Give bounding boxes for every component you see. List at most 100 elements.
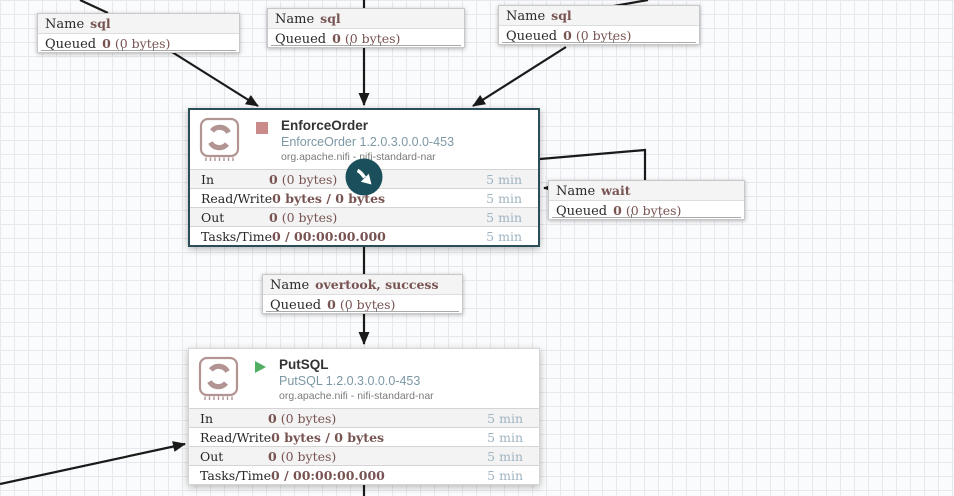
connection-line-into-putsql[interactable] — [0, 441, 186, 486]
connection-queued-row: Queued 0(0 bytes) — [499, 26, 699, 45]
connection-label-wait[interactable]: Name wait Queued 0(0 bytes) — [548, 180, 745, 220]
queued-count: 0 — [613, 203, 622, 218]
stat-window: 5 min — [486, 171, 522, 187]
backpressure-bar — [502, 42, 696, 43]
connection-name-row: Name overtook, success — [263, 275, 462, 295]
queued-count: 0 — [563, 28, 572, 43]
backpressure-tick — [376, 308, 378, 312]
connection-label-overtook-success[interactable]: Name overtook, success Queued 0(0 bytes) — [262, 274, 463, 314]
stat-value: 0(0 bytes) — [269, 171, 338, 187]
stat-window: 5 min — [487, 467, 523, 483]
stat-value: 0 / 00:00:00.000 — [271, 467, 385, 483]
stat-label: Out — [200, 448, 224, 464]
backpressure-bar — [41, 50, 236, 51]
backpressure-tick — [660, 214, 662, 218]
backpressure-tick — [152, 47, 154, 51]
backpressure-tick — [630, 214, 632, 218]
backpressure-bar — [266, 311, 459, 312]
processor-icon — [199, 117, 240, 161]
backpressure-tick — [379, 42, 381, 46]
stat-label: In — [200, 410, 213, 426]
stat-row-tasks-time: Tasks/Time 0 / 00:00:00.000 5 min — [190, 226, 538, 245]
processor-titles: PutSQL PutSQL 1.2.0.3.0.0.0-453 org.apac… — [279, 356, 434, 403]
backpressure-tick — [583, 39, 584, 43]
stat-row-tasks-time: Tasks/Time 0 / 00:00:00.000 5 min — [189, 465, 539, 484]
stat-row-out: Out 0(0 bytes) 5 min — [190, 207, 538, 226]
stat-window: 5 min — [486, 209, 522, 225]
queued-key: Queued — [506, 29, 558, 44]
stat-row-in: In 0(0 bytes) 5 min — [189, 408, 539, 427]
queued-size: (0 bytes) — [575, 28, 632, 43]
stat-window: 5 min — [487, 448, 523, 464]
processor-name: PutSQL — [279, 357, 329, 372]
stat-row-read-write: Read/Write 0 bytes / 0 bytes 5 min — [190, 188, 538, 207]
backpressure-tick — [350, 42, 352, 46]
processor-putsql[interactable]: PutSQL PutSQL 1.2.0.3.0.0.0-453 org.apac… — [188, 348, 540, 485]
connection-queued-row: Queued 0(0 bytes) — [263, 295, 462, 314]
stat-value: 0 bytes / 0 bytes — [272, 190, 386, 206]
queued-size: (0 bytes) — [114, 36, 171, 51]
connection-queued-row: Queued 0(0 bytes) — [549, 201, 744, 220]
stat-row-read-write: Read/Write 0 bytes / 0 bytes 5 min — [189, 427, 539, 446]
name-key: Name — [270, 278, 310, 293]
processor-type-version: PutSQL 1.2.0.3.0.0.0-453 — [279, 374, 421, 388]
connection-name: overtook, success — [315, 277, 439, 292]
connection-name: wait — [601, 183, 631, 198]
processor-type-version: EnforceOrder 1.2.0.3.0.0.0-453 — [281, 135, 455, 149]
stat-label: In — [201, 171, 214, 187]
stat-label: Out — [201, 209, 225, 225]
name-key: Name — [556, 184, 596, 199]
stat-label: Read/Write — [201, 190, 273, 206]
processor-titles: EnforceOrder EnforceOrder 1.2.0.3.0.0.0-… — [281, 117, 454, 164]
connection-name: sql — [90, 16, 111, 31]
connection-name: sql — [551, 8, 572, 23]
queued-key: Queued — [270, 298, 322, 313]
stat-row-out: Out 0(0 bytes) 5 min — [189, 446, 539, 465]
backpressure-tick — [346, 308, 348, 312]
backpressure-bar — [552, 217, 741, 218]
connection-line-sql-1[interactable] — [171, 51, 259, 107]
queued-key: Queued — [556, 204, 608, 219]
processor-name: EnforceOrder — [281, 118, 369, 133]
queued-size: (0 bytes) — [339, 297, 396, 312]
stat-label: Read/Write — [200, 429, 272, 445]
stat-window: 5 min — [486, 228, 522, 244]
stat-value: 0(0 bytes) — [269, 209, 338, 225]
running-icon — [255, 361, 266, 373]
stat-window: 5 min — [487, 429, 523, 445]
backpressure-tick — [613, 39, 614, 43]
name-key: Name — [275, 12, 315, 27]
stat-label: Tasks/Time — [200, 467, 272, 483]
connection-name: sql — [320, 11, 341, 26]
stat-value: 0 / 00:00:00.000 — [272, 228, 386, 244]
stat-value: 0(0 bytes) — [268, 448, 337, 464]
stat-value: 0 bytes / 0 bytes — [271, 429, 385, 445]
stat-label: Tasks/Time — [201, 228, 273, 244]
connection-name-row: Name wait — [549, 181, 744, 201]
stat-value: 0(0 bytes) — [268, 410, 337, 426]
queued-key: Queued — [275, 32, 327, 47]
queued-size: (0 bytes) — [344, 31, 401, 46]
processor-header: PutSQL PutSQL 1.2.0.3.0.0.0-453 org.apac… — [189, 349, 539, 408]
queued-size: (0 bytes) — [625, 203, 682, 218]
backpressure-tick — [122, 47, 124, 51]
connection-line-into-sql-1[interactable] — [79, 0, 109, 14]
connection-queued-row: Queued 0(0 bytes) — [38, 34, 239, 53]
processor-icon — [198, 356, 239, 400]
processor-bundle: org.apache.nifi - nifi-standard-nar — [279, 390, 434, 402]
stat-window: 5 min — [486, 190, 522, 206]
queued-count: 0 — [102, 36, 111, 51]
connection-line-sql-3[interactable] — [472, 46, 567, 107]
queued-count: 0 — [327, 297, 336, 312]
queued-key: Queued — [45, 37, 97, 52]
create-connection-handle[interactable] — [345, 158, 383, 196]
processor-header: EnforceOrder EnforceOrder 1.2.0.3.0.0.0-… — [190, 110, 538, 169]
